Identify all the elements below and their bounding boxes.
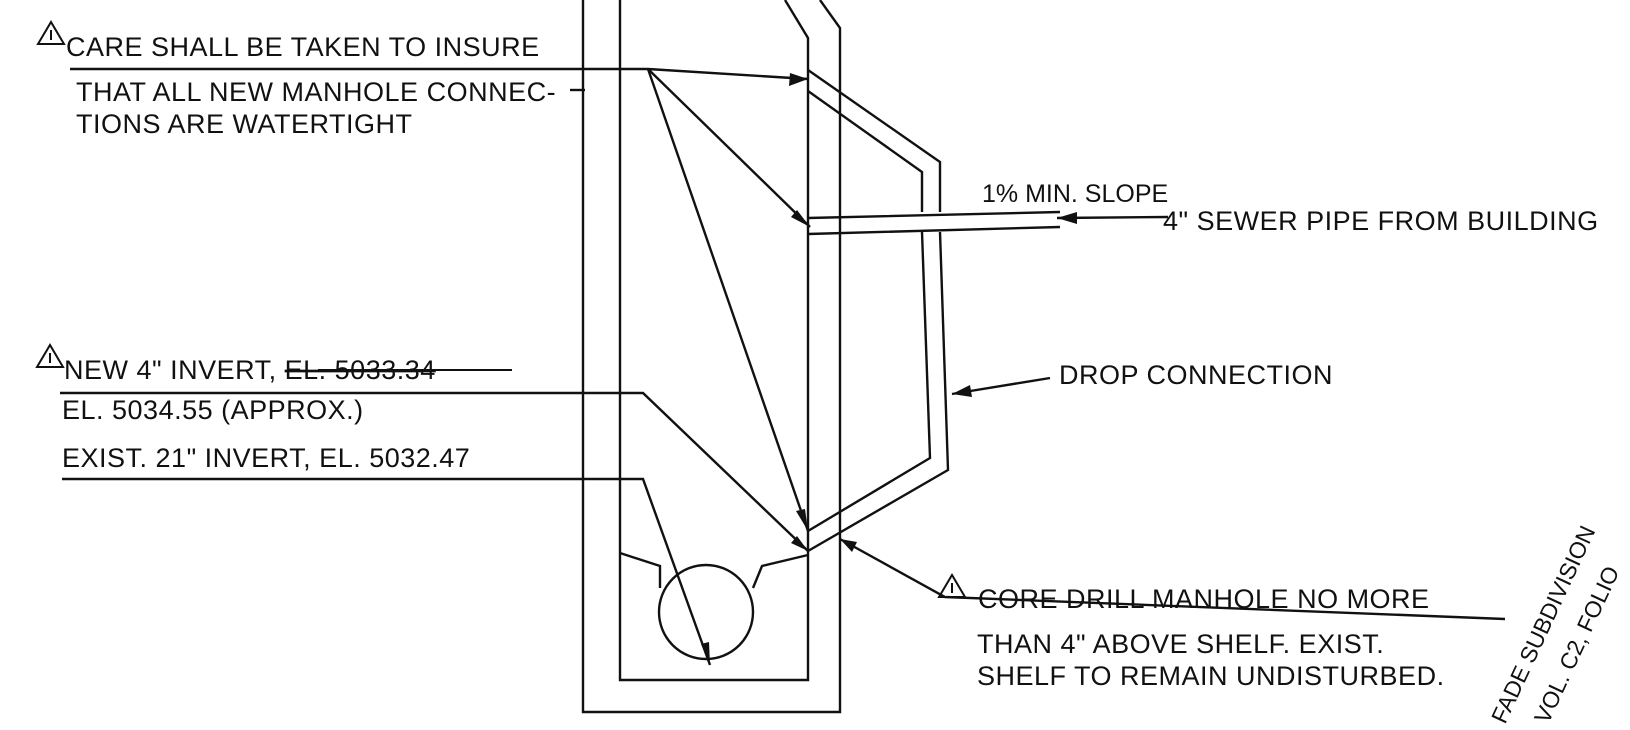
new-invert-elevation: EL. 5034.55 (APPROX.) [62, 395, 364, 425]
watertight-note-line1: CARE SHALL BE TAKEN TO INSURE [66, 32, 540, 62]
drop-pipe-inner [807, 90, 932, 533]
revision-triangle-icon [937, 573, 967, 598]
revision-triangle-icon [36, 20, 66, 45]
new-invert-prefix: NEW 4" INVERT, [64, 355, 285, 385]
core-drill-note-line1: CORE DRILL MANHOLE NO MORE [978, 584, 1430, 614]
revision-triangle-icon [35, 343, 65, 368]
slope-label: 1% MIN. SLOPE [982, 180, 1168, 208]
sewer-pipe [807, 210, 1061, 236]
exist-invert-note: EXIST. 21" INVERT, EL. 5032.47 [62, 443, 470, 473]
watertight-note-line2: THAT ALL NEW MANHOLE CONNEC- [76, 77, 556, 107]
drop-connection-pipe [807, 69, 1061, 553]
core-drill-note-line3: SHELF TO REMAIN UNDISTURBED. [977, 661, 1445, 691]
core-drill-note-line2: THAN 4" ABOVE SHELF. EXIST. [977, 629, 1384, 659]
existing-21in-pipe [657, 563, 755, 661]
watertight-note-line3: TIONS ARE WATERTIGHT [76, 109, 413, 139]
manhole-outer-wall [581, 0, 842, 714]
drop-pipe-outer [807, 69, 950, 553]
sewer-pipe-label: 4" SEWER PIPE FROM BUILDING [1163, 206, 1599, 236]
manhole-inner-wall [618, 0, 810, 682]
manhole-structure [581, 0, 842, 714]
channel-shelf [619, 551, 809, 589]
arrowheads [701, 73, 1077, 665]
drop-connection-label: DROP CONNECTION [1059, 360, 1333, 390]
